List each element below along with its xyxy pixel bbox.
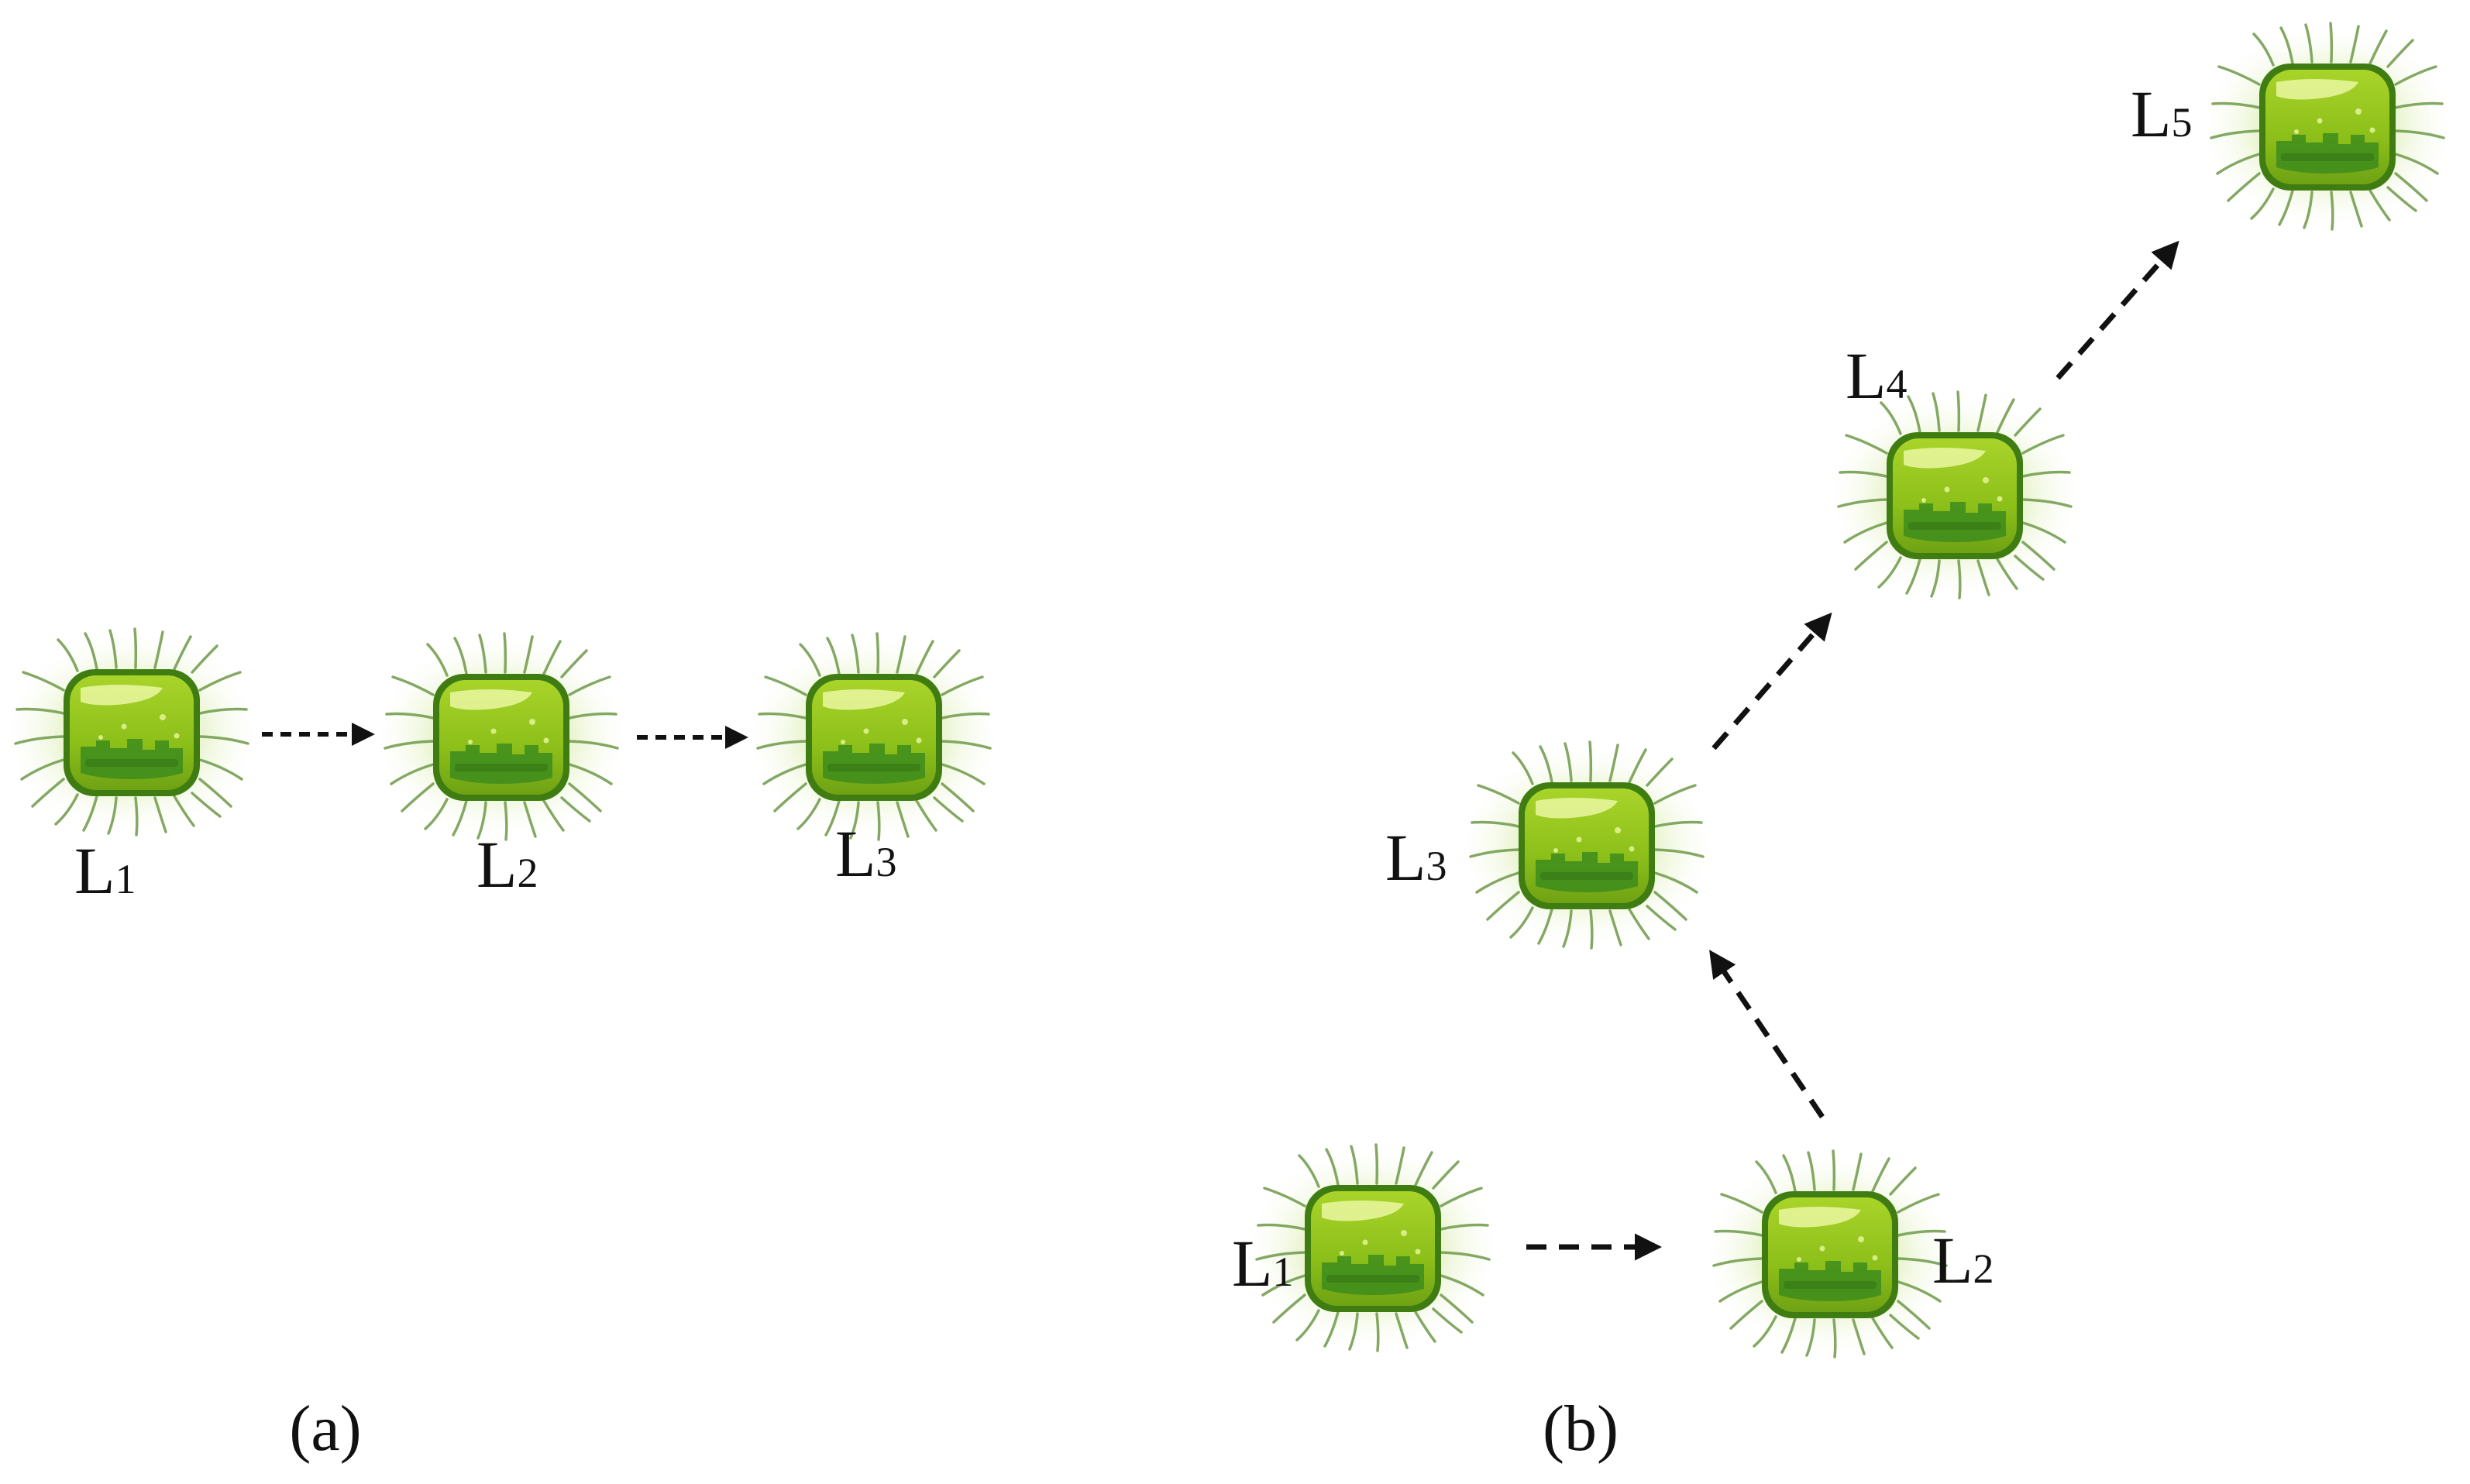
bacterium-cell-icon (1453, 740, 1720, 952)
label-b-l5: L5 (2131, 77, 2193, 151)
label-b-l1: L1 (1232, 1226, 1294, 1300)
bacterium-cell-icon (368, 631, 635, 843)
label-a-l3: L3 (835, 816, 897, 891)
panel-a: L1 L2 L3 (a) (0, 627, 1007, 1465)
bacterium-cell-icon (741, 631, 1007, 843)
panel-b: L1 L2 L3 L4 L5 (b) (1232, 21, 2461, 1465)
bacterium-cell-icon (0, 627, 265, 839)
label-b-l3: L3 (1385, 820, 1447, 895)
caption-b: (b) (1543, 1393, 1619, 1465)
label-a-l1: L1 (74, 833, 136, 908)
arrow-b-l3-to-l4 (1711, 612, 1832, 751)
arrow-b-l2-to-l3 (1709, 950, 1825, 1118)
label-b-l4: L4 (1846, 338, 1908, 413)
caption-a: (a) (289, 1393, 361, 1465)
label-a-l2: L2 (476, 827, 538, 902)
label-b-l2: L2 (1932, 1223, 1994, 1297)
arrow-b-l4-to-l5 (2055, 240, 2179, 380)
bacterium-cell-icon (1822, 390, 2088, 602)
bacterium-cell-icon (1697, 1149, 1963, 1361)
bacterium-cell-icon (2194, 21, 2461, 233)
